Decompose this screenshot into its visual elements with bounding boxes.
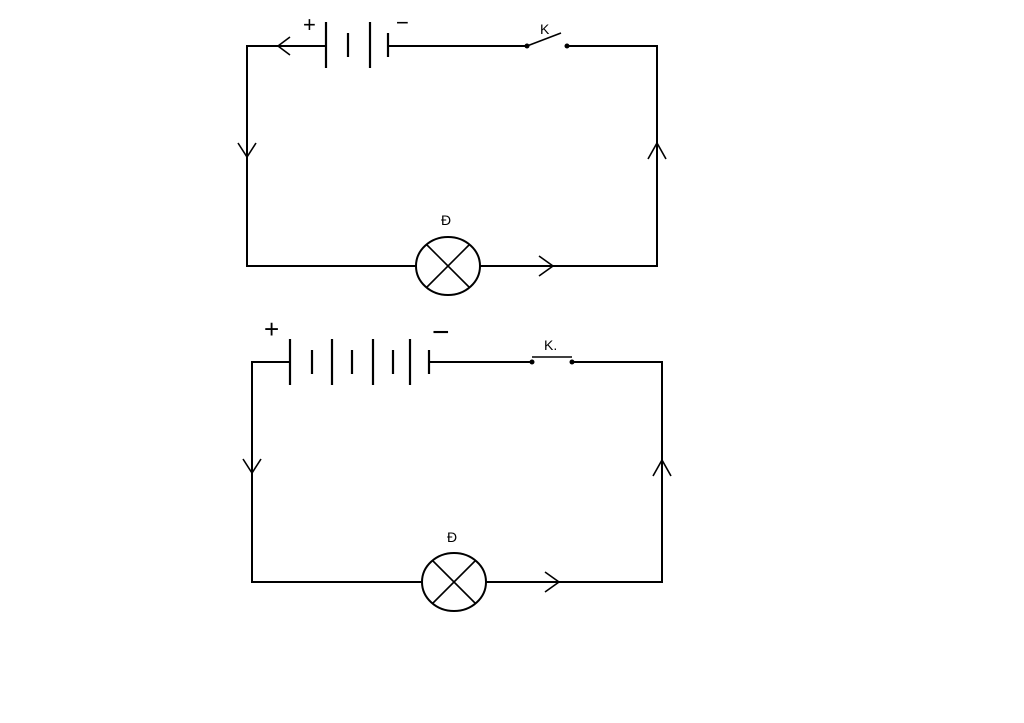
circuit-2-minus-label: − xyxy=(432,316,450,349)
circuit-2-lamp xyxy=(421,552,487,612)
circuit-2: + − K. Đ xyxy=(242,314,672,612)
circuit-1-wires xyxy=(246,45,658,267)
circuit-1-plus-label: + xyxy=(303,12,316,37)
circuit-1-switch-label: K xyxy=(540,21,550,37)
circuit-1-switch-open xyxy=(524,32,570,49)
circuit-1-arrow-up xyxy=(647,141,667,160)
circuit-2-battery xyxy=(288,339,431,385)
circuit-1-arrow-down xyxy=(237,142,257,159)
circuit-2-plus-label: + xyxy=(264,314,279,344)
circuit-2-arrow-down xyxy=(242,458,262,475)
circuit-1-minus-label: − xyxy=(396,10,409,35)
circuit-2-arrow-up xyxy=(652,458,672,477)
circuit-1-lamp-label: Đ xyxy=(441,212,451,228)
circuit-1: + − K Đ xyxy=(237,10,667,296)
circuit-1-arrow-right xyxy=(538,255,555,277)
circuit-1-battery xyxy=(324,22,390,68)
circuit-2-switch-closed xyxy=(529,356,575,365)
circuit-1-arrow-left xyxy=(276,36,291,56)
circuit-1-lamp xyxy=(415,236,481,296)
circuit-2-switch-label: K. xyxy=(544,337,557,353)
circuit-2-arrow-right xyxy=(544,571,561,593)
circuit-2-wires xyxy=(251,361,663,583)
circuit-2-lamp-label: Đ xyxy=(447,529,457,545)
